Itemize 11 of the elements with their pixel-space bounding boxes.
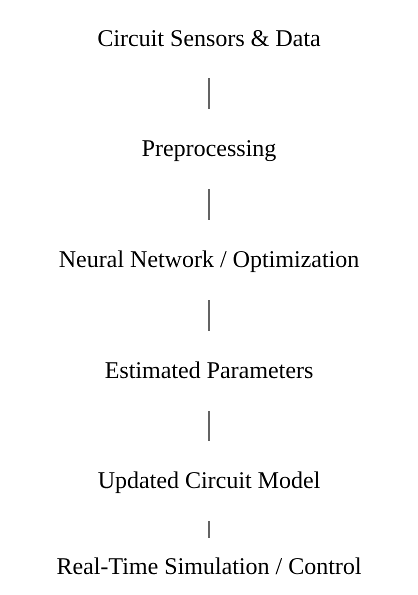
- step-label: Neural Network / Optimization: [58, 246, 360, 274]
- connector-line: [208, 300, 210, 331]
- step-label: Estimated Parameters: [104, 357, 314, 385]
- step-label: Updated Circuit Model: [98, 467, 320, 495]
- connector-line: [208, 411, 210, 441]
- step-label: Circuit Sensors & Data: [97, 25, 321, 53]
- connector-line: [208, 78, 210, 109]
- connector-line: [208, 521, 210, 538]
- connector-line: [208, 189, 210, 220]
- step-label: Preprocessing: [142, 135, 276, 163]
- step-label: Real-Time Simulation / Control: [56, 552, 362, 580]
